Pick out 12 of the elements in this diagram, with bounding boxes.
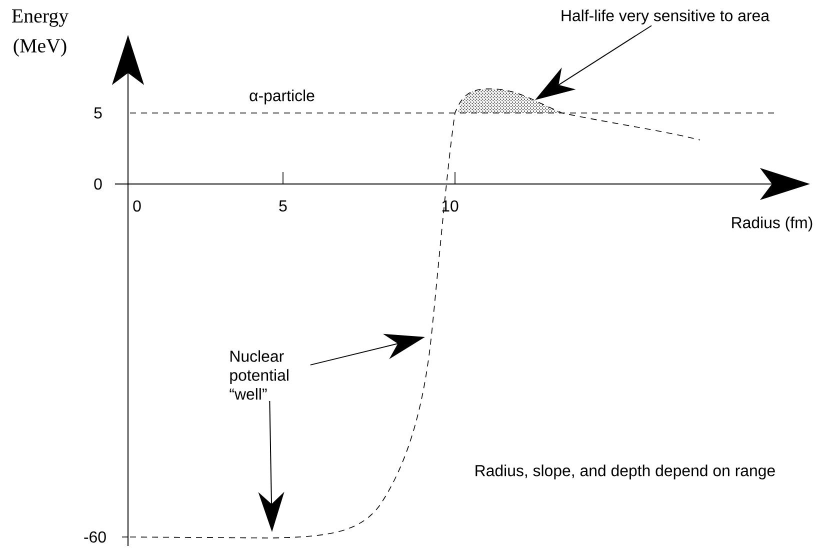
tick-label: 5 [94, 107, 102, 119]
tick-label: 0 [94, 178, 102, 190]
annotation-text: Half-life very sensitive to area [562, 10, 770, 24]
line-label: α-particle [250, 90, 314, 104]
tick-label: 10 [442, 200, 458, 212]
annotation-text: Nuclear potential “well” [230, 350, 288, 400]
note-text: Radius, slope, and depth depend on range [476, 464, 775, 480]
tick-label: 5 [279, 200, 287, 212]
axis-title: Energy (MeV) [12, 9, 69, 57]
tick-label: 0 [133, 200, 141, 212]
tick-label: -60 [84, 531, 106, 543]
axis-title: Radius (fm) [732, 216, 812, 232]
